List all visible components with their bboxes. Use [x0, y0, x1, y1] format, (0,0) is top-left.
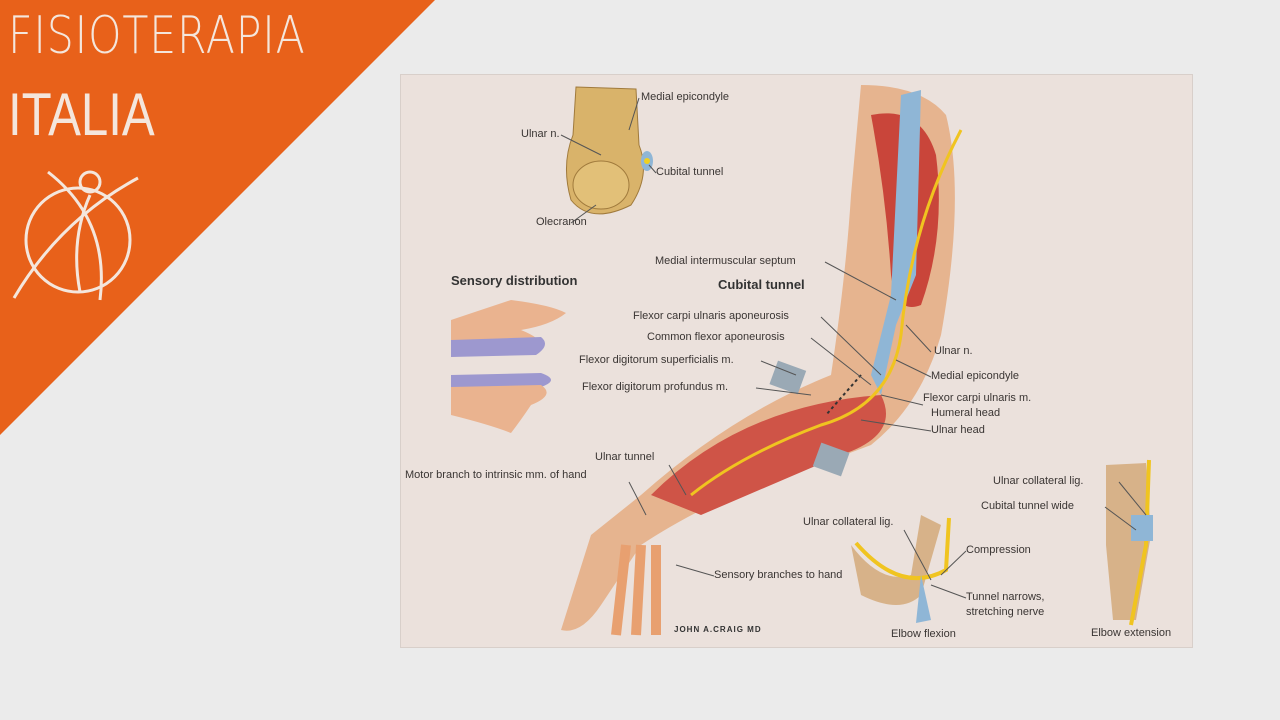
label-sensory-branches: Sensory branches to hand [714, 569, 843, 581]
illustrator-signature: JOHN A.CRAIG MD [674, 625, 762, 634]
arm [561, 85, 963, 636]
label-medial-epicondyle: Medial epicondyle [931, 370, 1020, 382]
caption-elbow-extension: Elbow extension [1091, 627, 1172, 639]
elbow-cross-section [565, 86, 653, 215]
elbow-extension-drawing [1106, 459, 1153, 626]
label-fds: Flexor digitorum superficialis m. [579, 354, 734, 366]
label-extension-ucl: Ulnar collateral lig. [993, 475, 1084, 487]
brand-title: FISIOTERAPIA [8, 6, 306, 66]
label-tunnel-narrows-1: Tunnel narrows, [966, 591, 1045, 603]
leader-lines [560, 97, 1147, 599]
label-septum: Medial intermuscular septum [655, 255, 796, 267]
label-cubital-tunnel-top: Cubital tunnel [656, 166, 724, 178]
label-compression: Compression [966, 544, 1031, 556]
label-fdp: Flexor digitorum profundus m. [582, 381, 729, 393]
label-fcu-aponeurosis: Flexor carpi ulnaris aponeurosis [633, 310, 789, 322]
sensory-hands [451, 300, 566, 433]
brand-subtitle: ITALIA [8, 81, 155, 148]
label-olecranon: Olecranon [536, 216, 587, 228]
heading-cubital-tunnel: Cubital tunnel [718, 277, 805, 292]
label-ulnar-tunnel: Ulnar tunnel [595, 451, 655, 463]
label-humeral-head: Humeral head [931, 407, 1001, 419]
label-ulnar-n-top: Ulnar n. [521, 128, 560, 140]
brand-logo: FISIOTERAPIA ITALIA [0, 0, 440, 440]
anatomy-illustration: Sensory distribution Cubital tunnel Medi… [400, 74, 1193, 648]
label-ulnar-n: Ulnar n. [934, 345, 973, 357]
label-flexion-ucl: Ulnar collateral lig. [803, 516, 894, 528]
label-tunnel-narrows-2: stretching nerve [966, 606, 1045, 618]
label-ulnar-head: Ulnar head [931, 424, 985, 436]
label-medial-epicondyle-top: Medial epicondyle [641, 91, 730, 103]
label-motor-branch: Motor branch to intrinsic mm. of hand [405, 469, 587, 481]
heading-sensory-distribution: Sensory distribution [451, 273, 578, 288]
elbow-flexion-drawing [851, 515, 951, 623]
caption-elbow-flexion: Elbow flexion [891, 628, 956, 640]
label-cubital-tunnel-wide: Cubital tunnel wide [981, 500, 1074, 512]
brand-triangle [0, 0, 435, 435]
label-fcu: Flexor carpi ulnaris m. [923, 392, 1032, 404]
anatomy-drawing [451, 85, 1153, 636]
label-common-flexor: Common flexor aponeurosis [647, 331, 785, 343]
figure-logo-icon [12, 170, 139, 301]
